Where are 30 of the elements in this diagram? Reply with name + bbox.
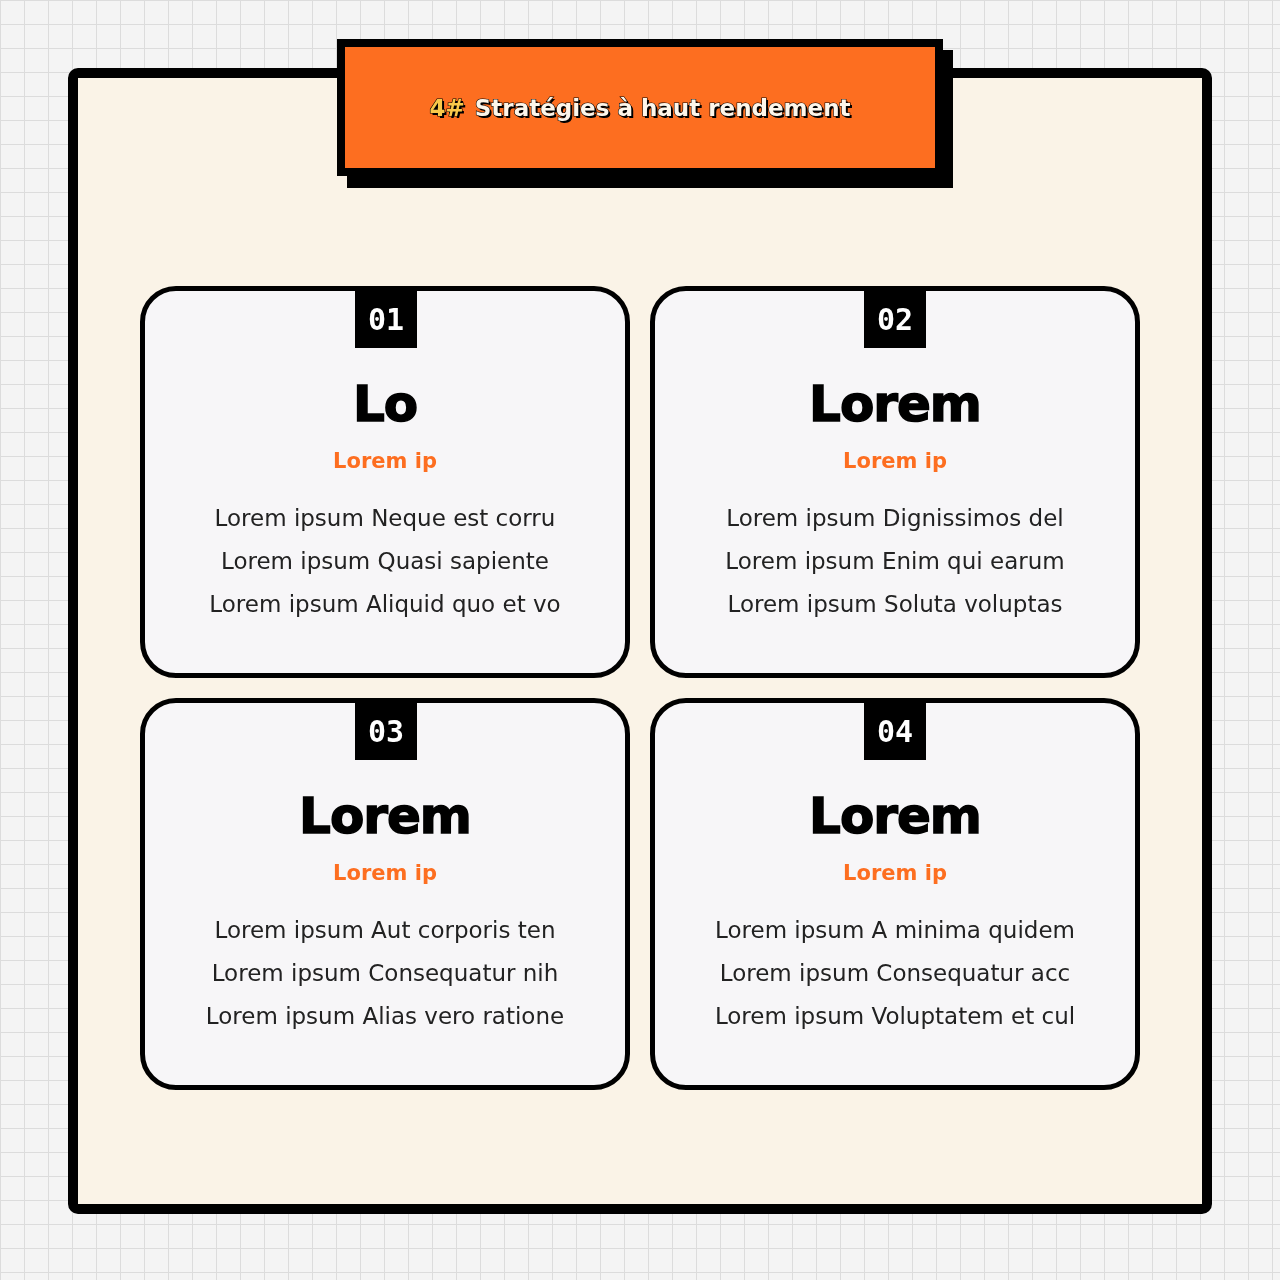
- card-text: Lorem ipsum Consequatur acc: [718, 960, 1072, 986]
- card-heading: Lo: [351, 375, 419, 433]
- strategy-card: [140, 698, 630, 1090]
- card-heading: Lorem: [808, 787, 982, 845]
- card-subheading: Lorem ip: [842, 861, 948, 885]
- number-badge: 02: [864, 291, 926, 348]
- card-text: Lorem ipsum Aut corporis ten: [213, 917, 557, 943]
- card-text: Lorem ipsum Dignissimos del: [725, 505, 1065, 531]
- card-text: Lorem ipsum Neque est corru: [213, 505, 557, 531]
- card-text: Lorem ipsum Voluptatem et cul: [713, 1003, 1077, 1029]
- number-badge: 04: [864, 703, 926, 760]
- card-text: Lorem ipsum Consequatur nih: [210, 960, 560, 986]
- card-text: Lorem ipsum A minima quidem: [714, 917, 1076, 943]
- number-badge: 03: [355, 703, 417, 760]
- strategy-card: [650, 698, 1140, 1090]
- card-heading: Lorem: [808, 375, 982, 433]
- strategy-card: [650, 286, 1140, 678]
- card-heading: Lorem: [298, 787, 472, 845]
- title-text: Stratégies à haut rendement: [474, 94, 851, 121]
- card-text: Lorem ipsum Quasi sapiente: [220, 548, 550, 574]
- card-subheading: Lorem ip: [842, 449, 948, 473]
- number-badge: 01: [355, 291, 417, 348]
- card-subheading: Lorem ip: [332, 449, 438, 473]
- card-text: Lorem ipsum Aliquid quo et vo: [208, 591, 562, 617]
- card-text: Lorem ipsum Soluta voluptas: [726, 591, 1064, 617]
- section-number: 4#: [429, 94, 465, 121]
- strategy-card: [140, 286, 630, 678]
- card-text: Lorem ipsum Alias vero ratione: [204, 1003, 566, 1029]
- card-subheading: Lorem ip: [332, 861, 438, 885]
- card-text: Lorem ipsum Enim qui earum: [724, 548, 1066, 574]
